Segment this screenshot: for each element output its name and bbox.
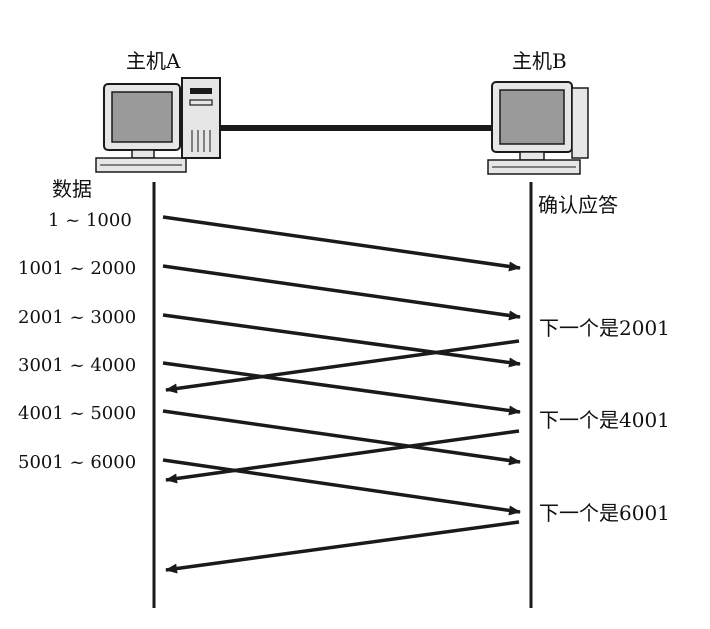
ack-label: 下一个是2001 [539,316,670,340]
data-segment-arrow [163,460,520,512]
segment-label: 2001 ~ 3000 [18,307,136,328]
data-segment-arrow [163,363,520,412]
host-a-label: 主机A [126,49,181,73]
ack-header: 确认应答 [538,193,618,217]
host-b-computer-icon [488,82,588,174]
segment-label: 3001 ~ 4000 [18,355,136,376]
ack-arrow [166,522,519,570]
data-segment-arrow [163,266,520,317]
segment-label: 5001 ~ 6000 [18,452,136,473]
ack-arrow [166,341,519,390]
data-segment-arrow [163,315,520,364]
segment-label: 1001 ~ 2000 [18,258,136,279]
ack-label: 下一个是4001 [539,408,670,432]
host-b-label: 主机B [512,49,567,73]
data-header: 数据 [52,177,92,201]
segment-label: 1 ~ 1000 [48,210,132,231]
host-a-computer-icon [96,78,220,172]
segment-label: 4001 ~ 5000 [18,403,136,424]
data-segment-arrow [163,217,520,268]
ack-label: 下一个是6001 [539,501,670,525]
